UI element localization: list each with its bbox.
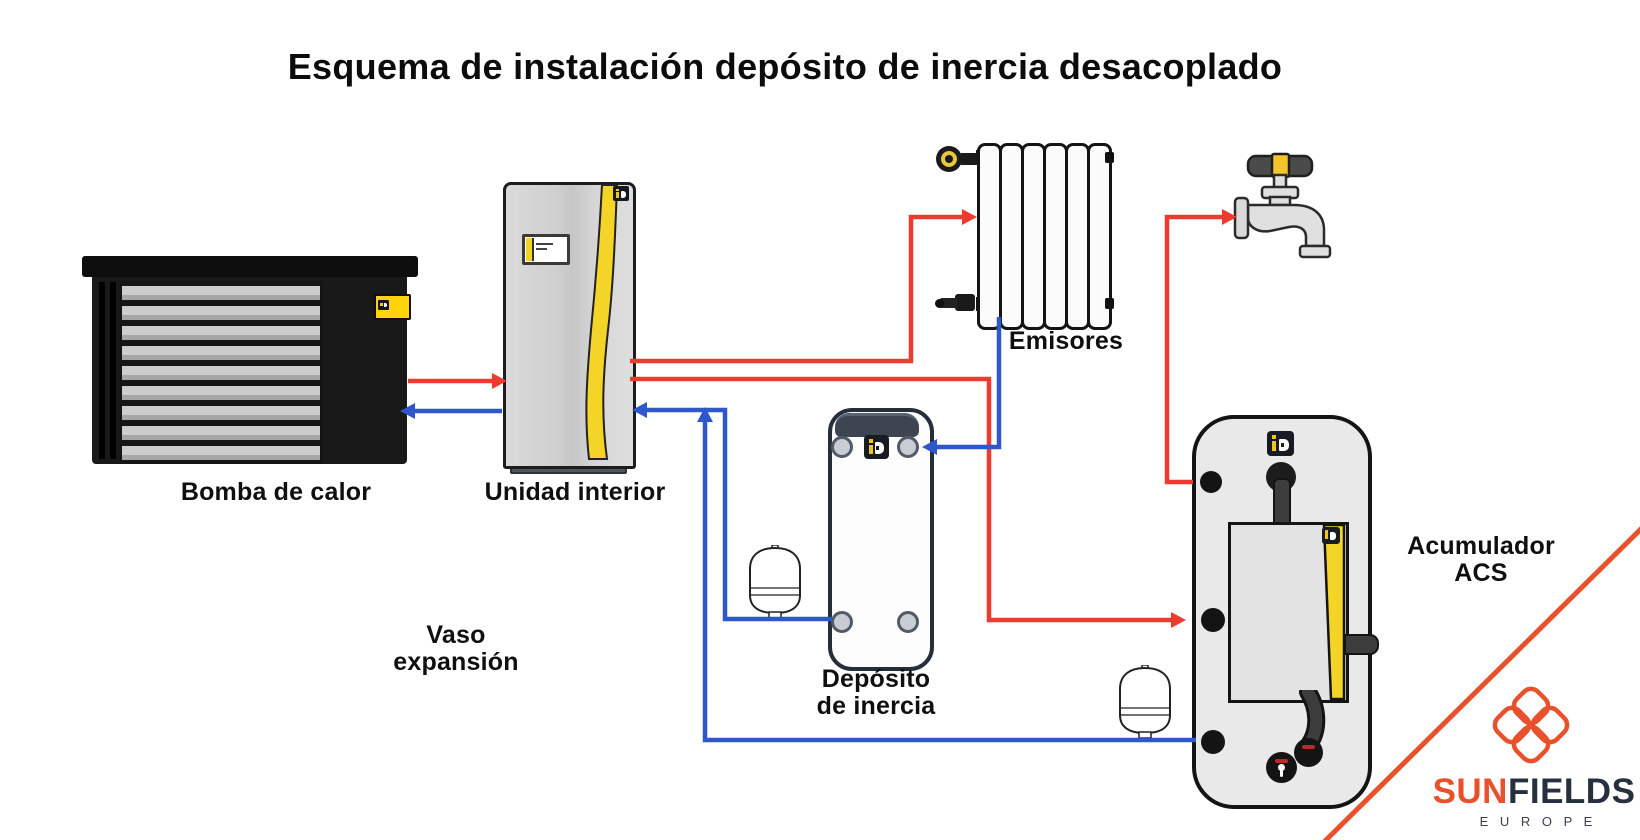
faucet-icon [1233, 152, 1332, 259]
buffer-tank-port [831, 436, 853, 458]
sunfields-logo: SUNFIELDS E U R O P E [1433, 686, 1636, 829]
buffer-tank-port [897, 611, 919, 633]
dhw-tank-port [1201, 608, 1225, 632]
expansion-vessel-icon [1119, 665, 1171, 739]
id-logo-badge [613, 186, 629, 201]
indoor-unit-body [503, 182, 636, 469]
sunfields-subtitle: E U R O P E [1480, 814, 1597, 829]
sunfields-flower-icon [1492, 686, 1570, 764]
buffer-tank-port [831, 611, 853, 633]
buffer-tank-label: Depósito de inercia [816, 665, 936, 720]
dhw-tank-side-stub [1344, 634, 1379, 655]
heat-pump-brand-badge [374, 294, 411, 320]
emitters-label: Emisores [1008, 327, 1124, 355]
id-logo-badge [864, 435, 889, 459]
expansion-vessel-icon [749, 545, 801, 619]
expansion-vessel-label: Vaso expansión [393, 621, 519, 676]
radiator-drain-tip [935, 299, 944, 308]
dhw-tank-bottom-port [1294, 738, 1323, 767]
heat-pump-grille [120, 281, 322, 464]
id-logo-badge [1267, 431, 1294, 456]
radiator-valve-knob [936, 146, 962, 172]
sunfields-wordmark: SUNFIELDS [1433, 772, 1636, 811]
radiator-drain-valve [955, 294, 975, 311]
dhw-tank-inner-panel [1228, 522, 1349, 703]
indoor-unit-display [522, 234, 570, 265]
dhw-tank-label: Acumulador ACS [1407, 532, 1555, 587]
dhw-tank-port [1200, 471, 1222, 493]
buffer-tank-port [897, 436, 919, 458]
page-title: Esquema de instalación depósito de inerc… [287, 46, 1283, 87]
radiator-cap [1105, 152, 1114, 163]
heat-pump-top-cap [82, 256, 418, 277]
indoor-unit-label: Unidad interior [484, 478, 666, 506]
buffer-tank-cap [835, 413, 919, 437]
heat-pump-frame-bar [110, 282, 116, 459]
id-logo-badge [1322, 527, 1340, 544]
heat-pump-label: Bomba de calor [180, 478, 372, 506]
radiator-cap [1105, 298, 1114, 309]
dhw-tank-drain-valve [1266, 752, 1297, 783]
id-logo-badge [378, 300, 389, 310]
radiator-valve-stem [960, 153, 978, 165]
heat-pump-frame-bar [99, 282, 105, 459]
dhw-tank-port [1201, 730, 1225, 754]
